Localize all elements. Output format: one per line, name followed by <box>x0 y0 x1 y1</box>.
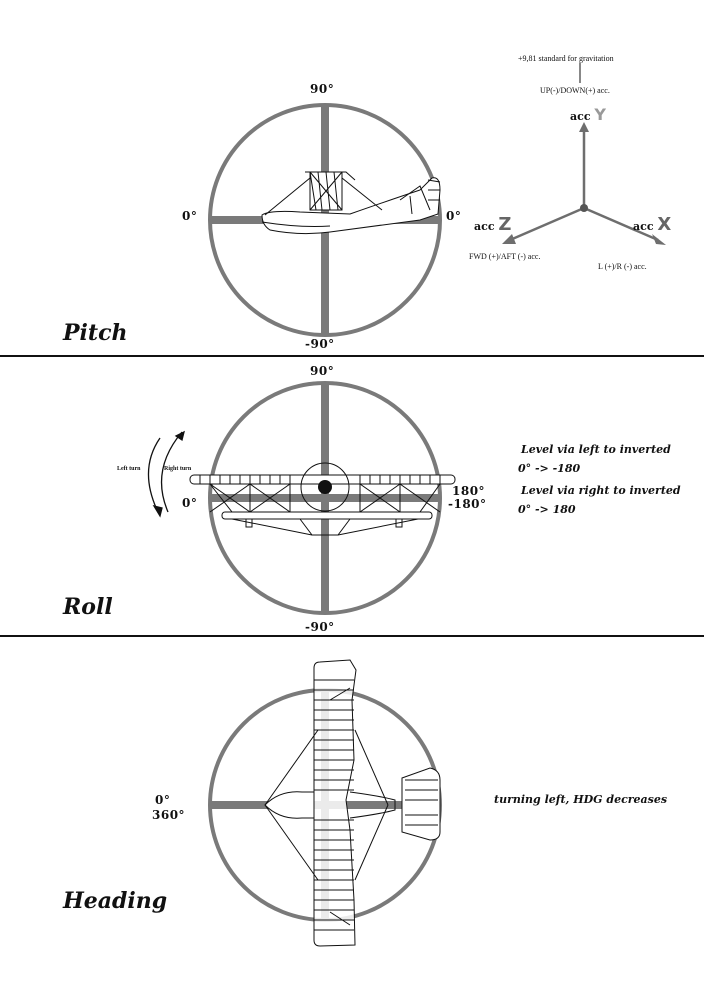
roll-label-top: 90° <box>310 364 335 378</box>
y-axis-label: acc Y <box>570 105 606 124</box>
pitch-label-right: 0° <box>446 209 462 223</box>
z-axis-arrow <box>502 206 585 244</box>
x-axis-label: acc X <box>633 214 672 235</box>
turn-arrows-icon <box>147 430 185 518</box>
z-letter-icon: Z <box>498 214 512 235</box>
y-axis-arrow <box>579 122 589 208</box>
heading-title: Heading <box>63 888 168 914</box>
heading-label-0: 0° <box>155 793 171 807</box>
right-turn-label: Right turn <box>164 466 192 472</box>
x-axis-arrow <box>583 206 666 245</box>
seaplane-side-icon <box>261 171 441 235</box>
roll-note-4: 0° -> 180 <box>518 503 576 516</box>
roll-label-right-bottom: -180° <box>448 497 487 511</box>
accelerometer-axes-diagram <box>502 63 666 245</box>
section-divider-2 <box>0 635 704 637</box>
engine-icon <box>318 480 332 494</box>
biplane-front-icon <box>189 462 456 536</box>
heading-note: turning left, HDG decreases <box>494 793 668 806</box>
z-axis-label: acc Z <box>474 214 512 235</box>
roll-note-3: Level via right to inverted <box>521 484 681 497</box>
left-turn-label: Left turn <box>117 466 141 472</box>
roll-label-right-top: 180° <box>452 484 486 498</box>
z-axis-description: FWD (+)/AFT (-) acc. <box>469 252 541 261</box>
seaplane-top-icon <box>264 659 441 947</box>
roll-label-left: 0° <box>182 496 198 510</box>
roll-label-bottom: -90° <box>305 620 335 634</box>
roll-dial <box>147 381 456 615</box>
x-axis-description: L (+)/R (-) acc. <box>598 262 647 271</box>
pitch-dial <box>208 103 442 337</box>
pitch-title: Pitch <box>63 320 128 346</box>
x-letter-icon: X <box>657 214 672 235</box>
y-axis-description: UP(-)/DOWN(+) acc. <box>540 86 610 95</box>
section-divider-1 <box>0 355 704 357</box>
heading-label-360: 360° <box>152 808 186 822</box>
pitch-label-top: 90° <box>310 82 335 96</box>
roll-note-1: Level via left to inverted <box>521 443 671 456</box>
pitch-label-bottom: -90° <box>305 337 335 351</box>
y-letter-icon: Y <box>594 105 606 124</box>
gravity-note: +9,81 standard for gravitation <box>518 54 614 63</box>
pitch-label-left: 0° <box>182 209 198 223</box>
roll-title: Roll <box>63 594 113 620</box>
roll-note-2: 0° -> -180 <box>518 462 581 475</box>
